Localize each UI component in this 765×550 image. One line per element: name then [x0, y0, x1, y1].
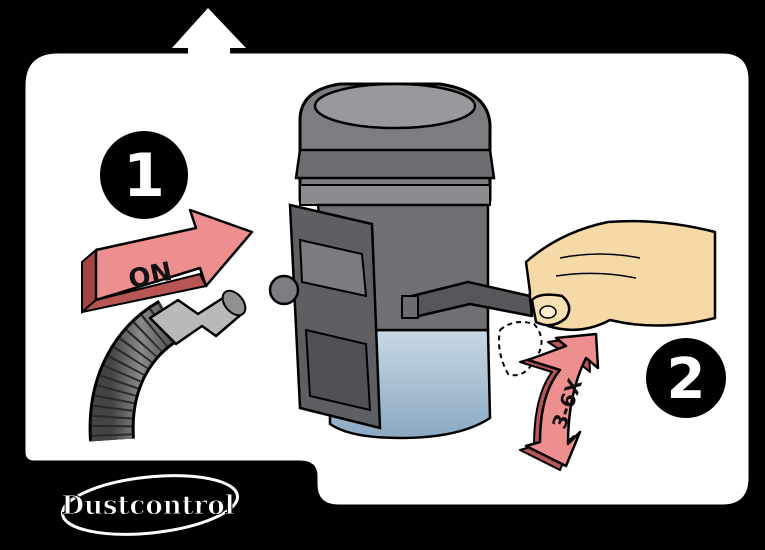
- step-2-badge: 2: [646, 338, 726, 418]
- brand-name: Dustcontrol: [61, 491, 234, 521]
- step-2-number: 2: [667, 347, 706, 412]
- step-1-badge: 1: [100, 131, 188, 219]
- step-1-number: 1: [123, 141, 165, 211]
- side-knob: [270, 276, 298, 304]
